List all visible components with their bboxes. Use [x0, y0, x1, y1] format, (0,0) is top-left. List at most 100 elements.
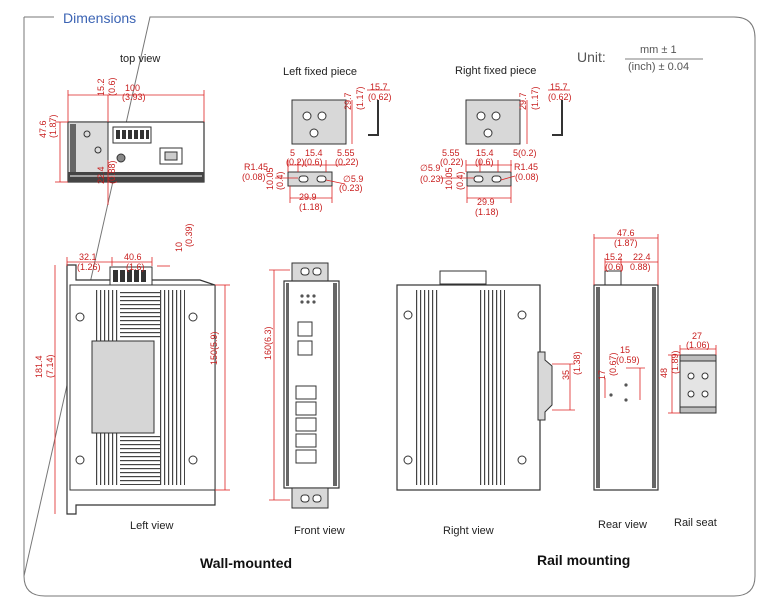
left-fixed-piece-drawing — [287, 99, 379, 187]
dimension-label: (1.89) — [670, 350, 680, 374]
screw-icon — [517, 455, 527, 465]
caption-right-view: Right view — [443, 525, 494, 537]
screw-icon — [75, 312, 85, 322]
screw-icon — [94, 146, 102, 154]
dimension-label: 29.7 — [518, 92, 528, 110]
dimension-label: (1.87) — [614, 238, 638, 248]
dimension-label: (0.2) — [286, 157, 305, 167]
dimension-label: (1.17) — [530, 86, 540, 110]
dimension-label: 181.4 — [34, 355, 44, 378]
dimension-label: (0.67) — [608, 352, 618, 376]
screw-icon — [517, 310, 527, 320]
right-view-dim-lines — [552, 363, 575, 411]
dimension-label: (1.18) — [299, 202, 323, 212]
dimension-label: 10 — [174, 241, 184, 252]
dimension-label: (0.22) — [440, 157, 464, 167]
front-view-drawing — [283, 262, 340, 509]
rear-view-drawing — [593, 270, 659, 491]
caption-left-view: Left view — [130, 520, 174, 532]
dimension-label: 22.4 — [633, 252, 651, 262]
dimension-label: (0.62) — [548, 92, 572, 102]
right-view-drawing — [396, 270, 553, 491]
top-view-drawing — [67, 121, 205, 183]
dimension-label: (1.6) — [126, 262, 145, 272]
unit-inch: (inch) ± 0.04 — [628, 61, 690, 73]
dimension-label: (0.23) — [339, 183, 363, 193]
dimension-label: (0.4) — [275, 171, 285, 190]
caption-rear-view: Rear view — [598, 519, 647, 531]
dimension-label: 17 — [597, 369, 607, 380]
caption-left-fixed: Left fixed piece — [283, 66, 357, 78]
section-frame — [23, 16, 756, 597]
dimension-label: (0.6) — [107, 77, 117, 96]
dimension-label: 15.2 — [605, 252, 623, 262]
dimension-label: 5(0.2) — [513, 148, 537, 158]
top-view-dim-lines — [55, 90, 205, 205]
dimension-label: 10.05 — [444, 167, 454, 190]
dimension-label: 150(5.9) — [209, 331, 219, 365]
caption-wall-mounted: Wall-mounted — [200, 555, 293, 571]
dimension-label: 29.7 — [343, 92, 353, 110]
dimension-label: 32.1 — [79, 252, 97, 262]
caption-front-view: Front view — [294, 525, 345, 537]
caption-right-fixed: Right fixed piece — [455, 65, 537, 77]
dimension-label: (0.08) — [242, 172, 266, 182]
dimension-label: (0.59) — [616, 355, 640, 365]
dimension-label: (0.23) — [420, 174, 444, 184]
unit-mm: mm ± 1 — [640, 44, 677, 56]
dimension-label: (0.4) — [455, 171, 465, 190]
dimension-label: R1.45 — [514, 162, 539, 172]
dimension-label: (0.39) — [184, 223, 194, 247]
rail-seat-drawing — [679, 354, 717, 414]
dimension-label: (1.26) — [77, 262, 101, 272]
dimension-label: 47.6 — [38, 120, 48, 138]
dimension-label: ∅5.9 — [420, 163, 441, 173]
rail-seat-dim-lines — [668, 345, 717, 414]
unit-label: Unit: — [577, 49, 606, 65]
dimension-label: 27 — [692, 331, 703, 341]
dimension-label: 5.55 — [337, 148, 355, 158]
dimension-label: (0.6) — [605, 262, 624, 272]
dimension-label: (3.93) — [122, 92, 146, 102]
dimension-label: (1.87) — [48, 114, 58, 138]
dimension-label: (0.6) — [475, 157, 494, 167]
dimension-label: (0.88) — [107, 160, 117, 184]
dimension-label: 5.55 — [442, 148, 460, 158]
front-view-dim-lines — [269, 269, 290, 501]
dimension-label: 29.9 — [299, 192, 317, 202]
dimension-label: (7.14) — [45, 354, 55, 378]
dimension-label: R1.45 — [244, 162, 269, 172]
dimension-label: 0.88) — [630, 262, 651, 272]
dimension-label: 15.7 — [370, 82, 388, 92]
dimension-label: (0.62) — [368, 92, 392, 102]
dimension-label: (1.17) — [355, 86, 365, 110]
dimension-label: 15.4 — [476, 148, 494, 158]
screw-icon — [403, 455, 413, 465]
left-view-drawing — [66, 264, 216, 515]
dimension-label: 35 — [561, 369, 571, 380]
dimension-label: ∅5.9 — [343, 174, 364, 184]
left-view-dim-lines — [54, 257, 230, 514]
rear-view-dim-lines — [593, 234, 659, 400]
screw-icon — [75, 455, 85, 465]
dimension-label: (0.22) — [335, 157, 359, 167]
dimension-label: (0.08) — [515, 172, 539, 182]
dimension-label: (0.6) — [304, 157, 323, 167]
dimension-label: (1.06) — [686, 340, 710, 350]
dimension-label: 29.9 — [477, 197, 495, 207]
dimension-label: (1.38) — [572, 351, 582, 375]
section-title: Dimensions — [61, 10, 139, 26]
dimension-label: 160(6.3) — [263, 326, 273, 360]
dimension-label: 5 — [290, 148, 296, 158]
caption-rail-mounting: Rail mounting — [537, 552, 631, 568]
dimension-label: 15 — [620, 345, 631, 355]
dimension-label: 15.4 — [305, 148, 323, 158]
screw-icon — [83, 130, 91, 138]
dimension-label: 15.7 — [550, 82, 568, 92]
dimension-label: 40.6 — [124, 252, 142, 262]
screw-icon — [403, 310, 413, 320]
dimension-label: 10.05 — [265, 167, 275, 190]
dimension-label: (1.18) — [475, 207, 499, 217]
caption-rail-seat: Rail seat — [674, 517, 717, 529]
